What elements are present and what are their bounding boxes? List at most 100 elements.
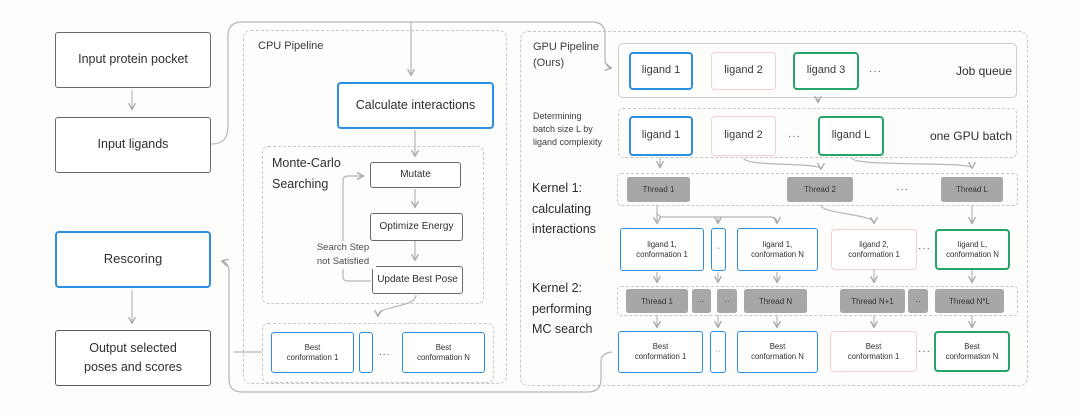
job-queue-caption: Job queue [955,64,1012,78]
batch-ligand-1-label: ligand 1 [641,129,681,142]
k1-conf-ligand1-conf1-line2: conformation 1 [636,249,688,259]
gpu-best-conformation-n-box: Best conformation N [737,331,818,373]
mutate-box: Mutate [370,162,461,188]
job-queue-ligand-2-label: ligand 2 [724,64,763,77]
monte-carlo-label-line2: Searching [272,177,329,192]
gpu-best-green-conformation-n-box: Best conformation N [934,331,1010,372]
kernel1-thread-2-box: Thread 2 [787,177,853,202]
k1-conf-ligandl-confn-line1: ligand L, [957,239,988,249]
k1-conf-ligand2-conf1-line2: conformation 1 [848,249,900,259]
batch-ligand-2-label: ligand 2 [724,129,763,142]
job-queue-dots: ··· [869,66,882,77]
search-step-label: Search Step not Satisfied [310,241,376,269]
kernel1-thread-l-label: Thread L [955,185,989,194]
search-step-label-line2: not Satisfied [316,255,370,267]
rescoring-box: Rescoring [55,231,211,288]
mutate-label: Mutate [400,168,431,180]
kernel1-label-line3: interactions [532,222,596,237]
k1-conf-ligand2-conf1-line1: ligand 2, [859,239,889,249]
gpu-pipeline-title-line1: GPU Pipeline [533,41,600,53]
kernel2-sep-1-label: ·· [698,296,705,306]
update-best-pose-box: Update Best Pose [372,266,463,294]
k1-conf-ligand1-conf1-box: ligand 1, conformation 1 [620,228,704,271]
gpu-pipeline-title-line2: (Ours) [533,56,565,69]
kernel1-thread-row [617,173,1018,206]
kernel1-thread-l-box: Thread L [941,177,1003,202]
gpu-best-conformation-1-box: Best conformation 1 [618,331,703,373]
job-queue-ligand-2-box: ligand 2 [711,52,776,90]
k1-conf-ligand1-confn-line1: ligand 1, [762,239,793,249]
k1-conf-dots: ··· [918,243,931,254]
k1-conf-ligand2-conf1-box: ligand 2, conformation 1 [831,229,917,270]
batch-dots: ··· [788,131,801,142]
optimize-energy-box: Optimize Energy [370,213,463,241]
kernel2-thread-nl-label: Thread N*L [949,296,990,306]
kernel2-label-line2: performing [532,301,592,316]
calculate-interactions-box: Calculate interactions [337,82,494,129]
kernel2-sep-3-label: ·· [915,296,921,306]
update-best-pose-label: Update Best Pose [377,273,458,285]
batch-ligand-l-label: ligand L [831,129,871,142]
gpu-best-pink-conformation-1-line2: conformation 1 [847,351,900,361]
batch-caption: one GPU batch [929,129,1012,143]
input-protein-pocket-label: Input protein pocket [78,52,188,67]
kernel2-thread-row [617,286,1018,316]
input-ligands-label: Input ligands [97,137,169,152]
kernel2-thread-1-box: Thread 1 [626,289,688,313]
monte-carlo-label-line1: Monte-Carlo [272,156,341,170]
kernel1-thread-1-label: Thread 1 [642,185,675,194]
gpu-pipeline-container [520,31,1028,386]
calculate-interactions-label: Calculate interactions [355,97,476,112]
gpu-best-conformation-1-line2: conformation 1 [634,352,687,361]
monte-carlo-label: Monte-Carlo Searching [272,153,341,196]
k1-conf-ligandl-confn-box: ligand L, conformation N [935,229,1010,270]
kernel1-thread-2-label: Thread 2 [803,185,837,194]
kernel1-label: Kernel 1: calculating interactions [532,178,596,240]
k1-conf-ligand1-confn-line2: conformation N [751,249,804,259]
kernel2-sep-2-label: ·· [724,296,730,306]
cpu-conformation-ellipsis-box [359,332,373,373]
kernel2-sep-1-box: ·· [692,289,711,313]
kernel2-sep-2-box: ·· [717,289,737,313]
cpu-best-conformation-n-line2: conformation N [417,352,470,362]
cpu-best-conformation-n-line1: Best [435,342,452,352]
cpu-best-conformation-1-line1: Best [304,342,321,352]
kernel1-label-line2: calculating [532,201,592,216]
gpu-best-conformation-n-line2: conformation N [751,352,804,361]
batch-ligand-1-box: ligand 1 [629,116,693,156]
kernel1-thread-1-box: Thread 1 [627,177,690,202]
batch-size-note: Determining batch size L by ligand compl… [533,110,602,149]
kernel2-thread-nl-box: Thread N*L [935,289,1004,313]
kernel2-thread-1-label: Thread 1 [640,296,674,306]
rescoring-label: Rescoring [103,251,163,267]
job-queue-ligand-3-label: ligand 3 [806,64,846,77]
gpu-best-pink-conformation-1-line1: Best [865,341,882,351]
optimize-energy-label: Optimize Energy [379,220,454,232]
output-label-line1: Output selected [89,340,177,355]
gpu-best-pink-conformation-1-box: Best conformation 1 [830,331,917,372]
kernel2-thread-n1-box: Thread N+1 [840,289,905,313]
kernel2-thread-n-box: Thread N [744,289,807,313]
cpu-pipeline-container [243,30,507,384]
cpu-best-conformation-n-box: Best conformation N [402,332,485,373]
kernel2-thread-n1-label: Thread N+1 [851,296,894,306]
k1-conf-ellipsis-box: ·· [711,228,726,271]
k1-conf-ligand1-conf1-line1: ligand 1, [647,239,677,249]
batch-size-note-line1: Determining [533,111,582,121]
k1-conf-ligandl-confn-line2: conformation N [946,249,999,259]
monte-carlo-container [262,146,484,304]
output-box: Output selected poses and scores [55,330,211,386]
batch-ligand-l-box: ligand L [818,116,884,156]
batch-size-note-line3: ligand complexity [533,137,603,148]
gpu-best-conformation-n-line1: Best [769,342,786,352]
k1-conf-ellipsis-label: ·· [716,245,721,253]
job-queue-ligand-1-box: ligand 1 [629,52,693,90]
gpu-best-conformation-1-line1: Best [652,342,669,352]
batch-size-note-line2: batch size L by [533,124,593,135]
gpu-batch-container [618,108,1017,158]
kernel2-label-line1: Kernel 2: [532,281,583,295]
gpu-best-ellipsis-box: ·· [710,331,726,373]
cpu-best-conformations-container [262,323,494,383]
